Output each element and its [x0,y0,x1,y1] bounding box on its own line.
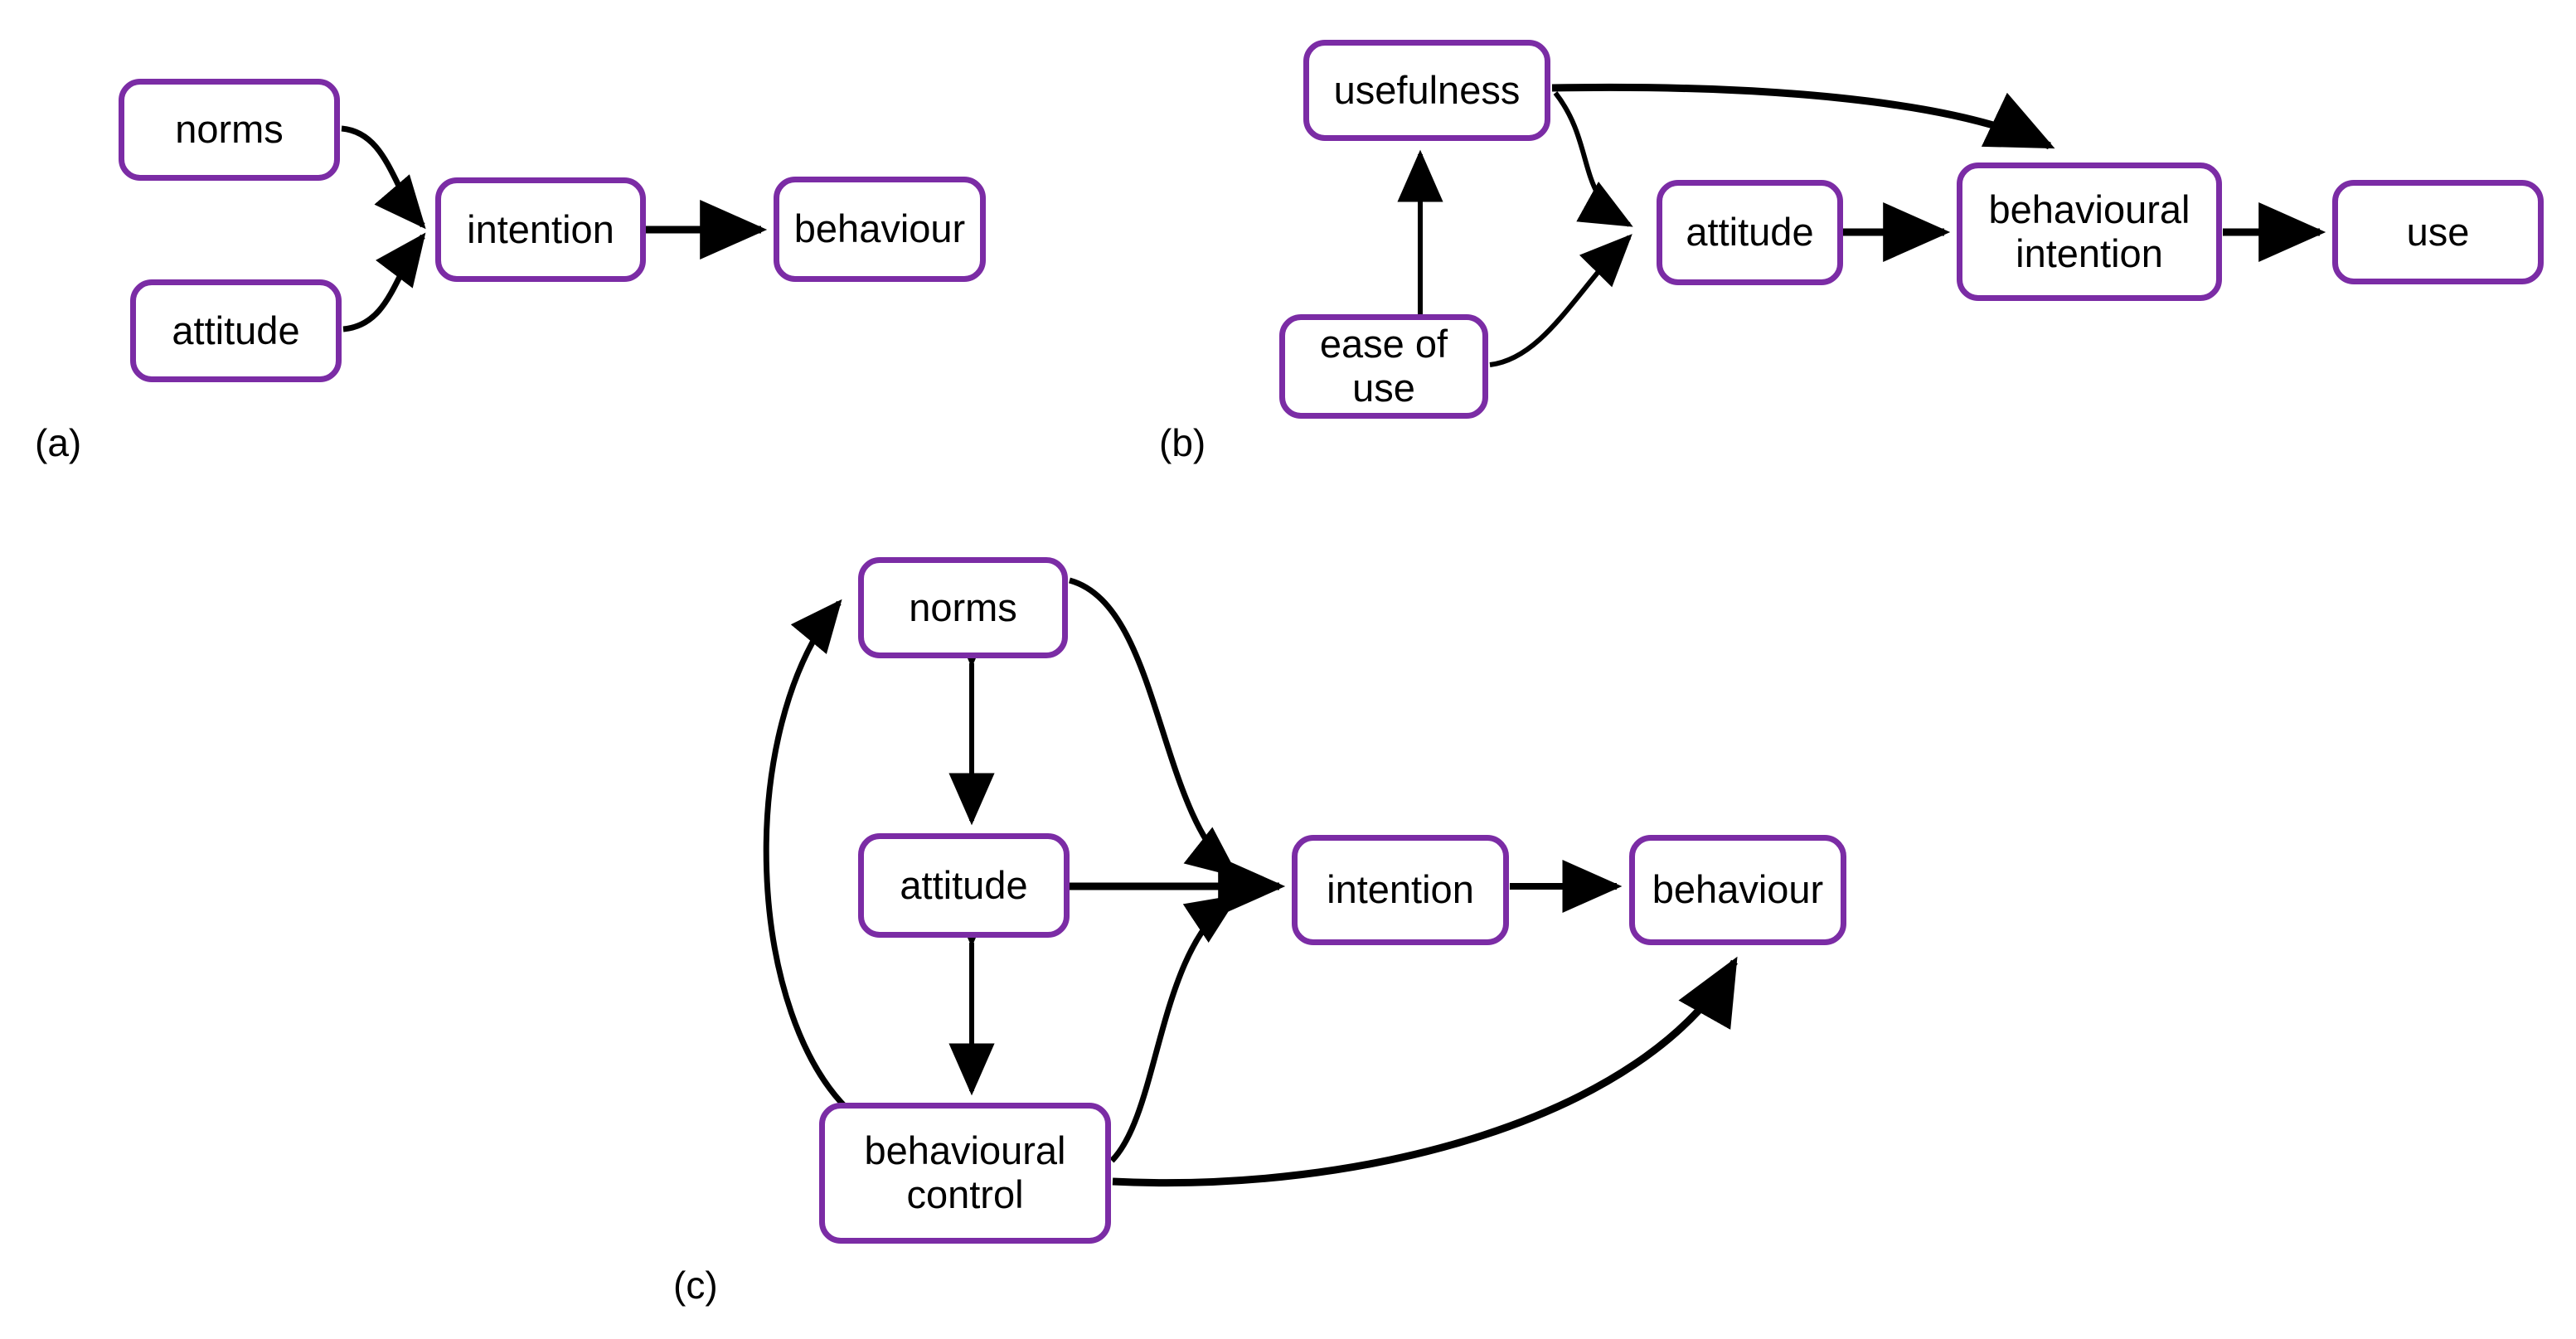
panel-label-a: (a) [35,421,82,464]
panel-label-b: (b) [1159,421,1206,464]
node-c-norms[interactable]: norms [858,557,1068,658]
edge-b-usefulness-to-attitude [1553,91,1633,227]
edge-a-norms-to-intention [341,125,426,230]
node-c-behavioural-control[interactable]: behavioural control [819,1103,1111,1244]
node-b-use[interactable]: use [2332,180,2544,284]
edge-c-control-to-norms-left [763,599,905,1165]
node-b-behavioural-intention[interactable]: behavioural intention [1957,163,2222,301]
edge-c-control-to-intention [1109,894,1239,1163]
node-b-ease-of-use[interactable]: ease of use [1279,314,1488,419]
edge-c-control-to-behaviour [1112,956,1738,1187]
node-c-behaviour[interactable]: behaviour [1629,835,1846,945]
panel-label-c: (c) [673,1264,718,1307]
edge-b-usefulness-to-bi [1551,83,2055,150]
node-a-intention[interactable]: intention [435,177,646,282]
edge-c-norms-to-intention [1069,577,1239,878]
node-a-norms[interactable]: norms [119,79,340,181]
node-b-attitude[interactable]: attitude [1657,180,1843,285]
edge-a-attitude-to-intention [342,232,426,332]
node-c-intention[interactable]: intention [1292,835,1509,945]
edge-b-ease-to-attitude [1489,234,1632,367]
node-a-attitude[interactable]: attitude [130,279,342,382]
node-a-behaviour[interactable]: behaviour [774,177,986,282]
node-c-attitude[interactable]: attitude [858,833,1070,938]
node-b-usefulness[interactable]: usefulness [1303,40,1550,141]
